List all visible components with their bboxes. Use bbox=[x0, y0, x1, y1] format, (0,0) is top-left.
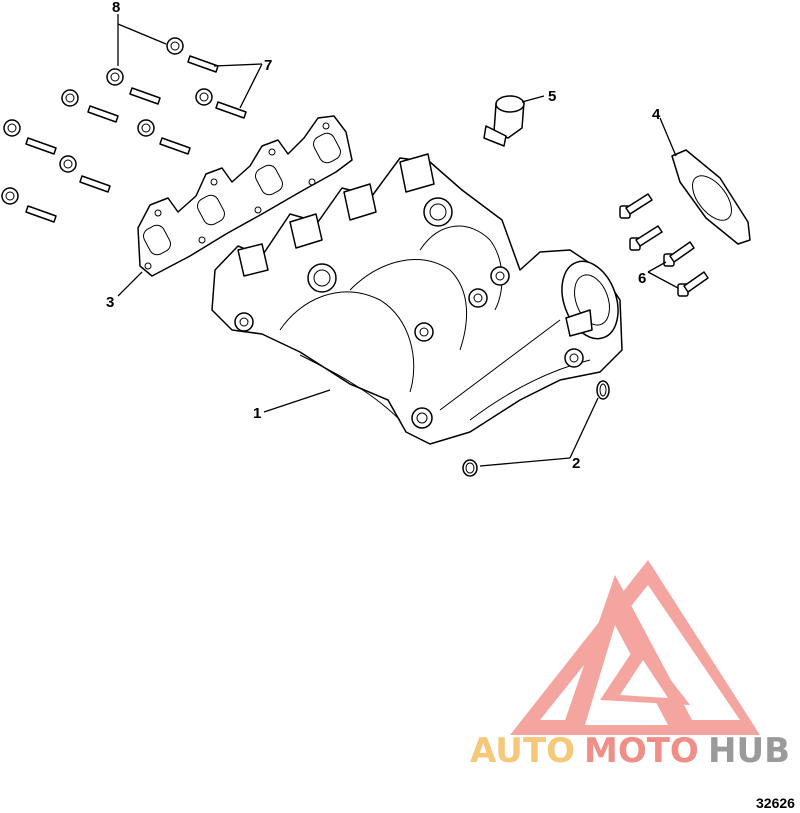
callout-4: 4 bbox=[652, 106, 661, 123]
callout-7: 7 bbox=[264, 57, 272, 74]
callout-2: 2 bbox=[572, 455, 580, 472]
watermark-logo bbox=[510, 560, 760, 735]
hose-fitting bbox=[483, 95, 525, 147]
outlet-gasket bbox=[671, 149, 751, 245]
outlet-bolts bbox=[619, 193, 709, 297]
leader-lines bbox=[117, 14, 679, 467]
manifold-gasket bbox=[137, 115, 353, 277]
nuts bbox=[1, 37, 213, 205]
callout-1: 1 bbox=[253, 405, 261, 422]
watermark-moto: MOTO bbox=[584, 731, 699, 771]
figure-number: 32626 bbox=[756, 795, 795, 811]
studs bbox=[25, 55, 247, 223]
exhaust-manifold bbox=[211, 153, 623, 445]
callout-5: 5 bbox=[548, 88, 556, 105]
callout-6: 6 bbox=[638, 270, 646, 287]
callout-8: 8 bbox=[112, 0, 120, 16]
callout-3: 3 bbox=[106, 294, 114, 311]
watermark-auto: AUTO bbox=[470, 731, 575, 771]
watermark-hub: HUB bbox=[708, 731, 790, 771]
o-rings bbox=[462, 380, 610, 477]
